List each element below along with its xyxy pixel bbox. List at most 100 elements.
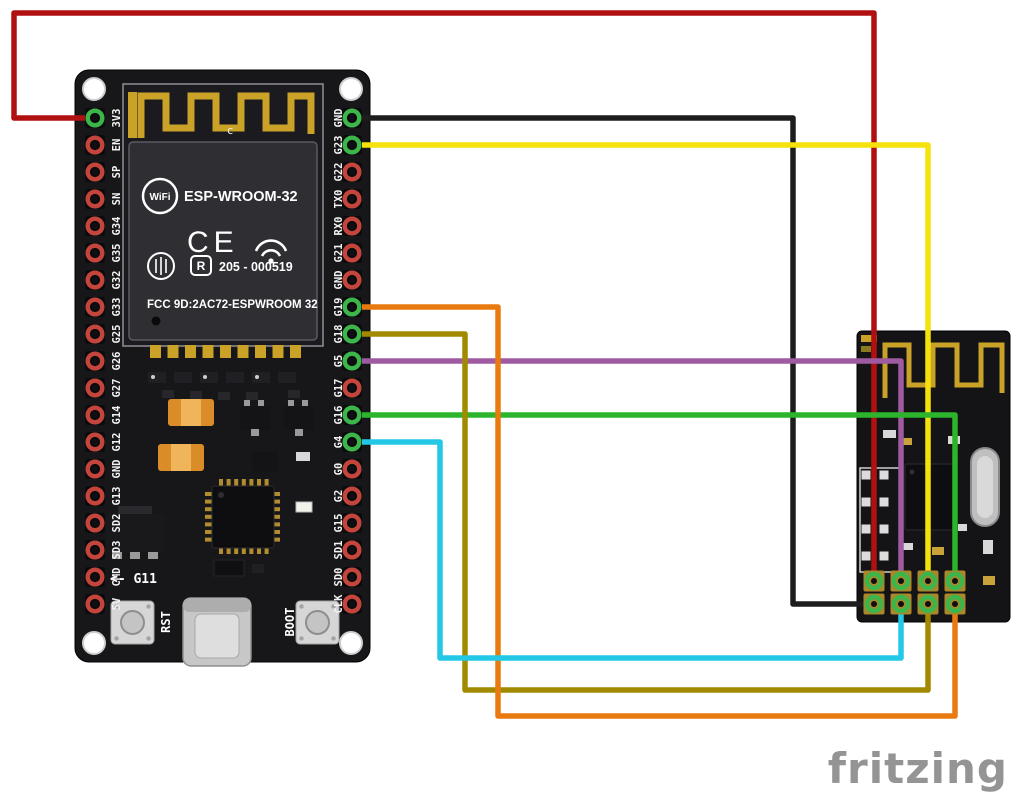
shield-hole xyxy=(151,316,161,326)
usb-connector[interactable] xyxy=(182,597,252,667)
esp32-pin-left-g33[interactable] xyxy=(85,297,105,317)
pin-label: G19 xyxy=(333,298,345,317)
esp32-pin-right-g23[interactable] xyxy=(342,135,362,155)
pin-label: G16 xyxy=(333,406,345,425)
esp32-pin-left-g25[interactable] xyxy=(85,324,105,344)
pin-label: SP xyxy=(111,166,123,179)
smd-components xyxy=(148,372,300,400)
main-ic xyxy=(205,479,280,554)
capacitors xyxy=(158,399,214,471)
esp32-pin-right-g18[interactable] xyxy=(342,324,362,344)
esp32-pin-left-g26[interactable] xyxy=(85,351,105,371)
pin-label: SD0 xyxy=(333,568,345,587)
wifi-waves-icon xyxy=(254,239,288,264)
pin-label: SD3 xyxy=(111,541,123,560)
pin-label: G35 xyxy=(111,244,123,263)
esp32-pin-right-g16[interactable] xyxy=(342,405,362,425)
esp32-pin-left-5v[interactable] xyxy=(85,594,105,614)
esp32-pin-left-3v3[interactable] xyxy=(85,108,105,128)
esp32-pin-right-rx0[interactable] xyxy=(342,216,362,236)
nrf-pad-bottom-3[interactable] xyxy=(917,593,939,615)
rst-button-label: RST xyxy=(159,611,173,633)
esp32-pin-left-sd3[interactable] xyxy=(85,540,105,560)
transistors xyxy=(240,400,314,472)
ce-mark: CE xyxy=(187,226,239,259)
esp32-pin-right-g22[interactable] xyxy=(342,162,362,182)
pin-label: G22 xyxy=(333,163,345,182)
esp32-pin-right-gnd[interactable] xyxy=(342,270,362,290)
esp32-pin-right-g5[interactable] xyxy=(342,351,362,371)
nrf24l01-module[interactable] xyxy=(856,330,1011,623)
svg-text:R: R xyxy=(197,259,206,273)
pin-label: G4 xyxy=(333,436,345,449)
wire-olive[interactable] xyxy=(349,331,931,693)
pin-label: G34 xyxy=(111,217,123,236)
esp32-pin-right-clk[interactable] xyxy=(342,594,362,614)
reg-number-label: 205 - 000519 xyxy=(219,260,293,274)
esp32-pin-left-g13[interactable] xyxy=(85,486,105,506)
pin-label: GND xyxy=(333,109,345,128)
nrf-pad-top-3[interactable] xyxy=(917,570,939,592)
pin-label: G32 xyxy=(111,271,123,290)
r-cert-box: R xyxy=(190,255,212,276)
silkscreen-g11: <- G11 xyxy=(110,572,157,587)
esp32-pin-left-sp[interactable] xyxy=(85,162,105,182)
pin-label: SD2 xyxy=(111,514,123,533)
esp32-pin-left-g34[interactable] xyxy=(85,216,105,236)
esp32-pin-right-sd1[interactable] xyxy=(342,540,362,560)
esp32-pin-left-g12[interactable] xyxy=(85,432,105,452)
esp32-pin-left-g32[interactable] xyxy=(85,270,105,290)
esp32-pin-right-tx0[interactable] xyxy=(342,189,362,209)
esp32-pin-right-g2[interactable] xyxy=(342,486,362,506)
svg-text:WiFi: WiFi xyxy=(149,192,170,203)
esp32-pin-right-gnd[interactable] xyxy=(342,108,362,128)
wire-purple[interactable] xyxy=(349,358,904,584)
esp32-devkit-board[interactable]: c WiFi ESP-WROOM-32 CE xyxy=(74,69,371,667)
pin-label: G17 xyxy=(333,379,345,398)
esp32-pin-right-g4[interactable] xyxy=(342,432,362,452)
esp32-pin-right-g0[interactable] xyxy=(342,459,362,479)
pin-label: GND xyxy=(111,460,123,479)
pins: 3V3ENSPSNG34G35G32G33G25G26G27G14G12GNDG… xyxy=(85,108,966,615)
wire-orange[interactable] xyxy=(349,304,958,719)
esp32-pin-right-g19[interactable] xyxy=(342,297,362,317)
wire-green[interactable] xyxy=(349,412,958,584)
wire-red[interactable] xyxy=(11,10,877,584)
pin-label: G27 xyxy=(111,379,123,398)
pin-label: G26 xyxy=(111,352,123,371)
pin-label: G13 xyxy=(111,487,123,506)
pin-label: G15 xyxy=(333,514,345,533)
nrf-pad-top-4[interactable] xyxy=(944,570,966,592)
rst-button[interactable] xyxy=(110,600,155,645)
esp32-pin-left-cmd[interactable] xyxy=(85,567,105,587)
esp32-pin-left-g27[interactable] xyxy=(85,378,105,398)
nrf-pad-bottom-2[interactable] xyxy=(890,593,912,615)
wire-yellow[interactable] xyxy=(349,142,931,584)
esp32-pin-left-gnd[interactable] xyxy=(85,459,105,479)
mounting-hole xyxy=(82,631,106,655)
esp32-pin-left-en[interactable] xyxy=(85,135,105,155)
esp32-pin-right-g21[interactable] xyxy=(342,243,362,263)
pin-label: G14 xyxy=(111,406,123,425)
nrf-pad-bottom-4[interactable] xyxy=(944,593,966,615)
mounting-hole xyxy=(339,631,363,655)
nrf-pad-bottom-1[interactable] xyxy=(863,593,885,615)
voltage-regulator xyxy=(106,506,164,559)
boot-button-label: BOOT xyxy=(283,608,297,637)
esp32-pin-right-g17[interactable] xyxy=(342,378,362,398)
nrf-pad-top-2[interactable] xyxy=(890,570,912,592)
pin-label: 5V xyxy=(111,597,123,610)
nrf-pad-top-1[interactable] xyxy=(863,570,885,592)
esp32-pin-right-g15[interactable] xyxy=(342,513,362,533)
pin-label: G2 xyxy=(333,490,345,503)
esp32-pin-right-sd0[interactable] xyxy=(342,567,362,587)
boot-button[interactable] xyxy=(295,600,340,645)
crystal-inner xyxy=(977,456,993,518)
esp32-pin-left-sd2[interactable] xyxy=(85,513,105,533)
esp32-pin-left-sn[interactable] xyxy=(85,189,105,209)
esp32-pin-left-g35[interactable] xyxy=(85,243,105,263)
esp32-pin-left-g14[interactable] xyxy=(85,405,105,425)
wire-cyan[interactable] xyxy=(349,439,904,661)
mounting-hole xyxy=(82,77,106,101)
